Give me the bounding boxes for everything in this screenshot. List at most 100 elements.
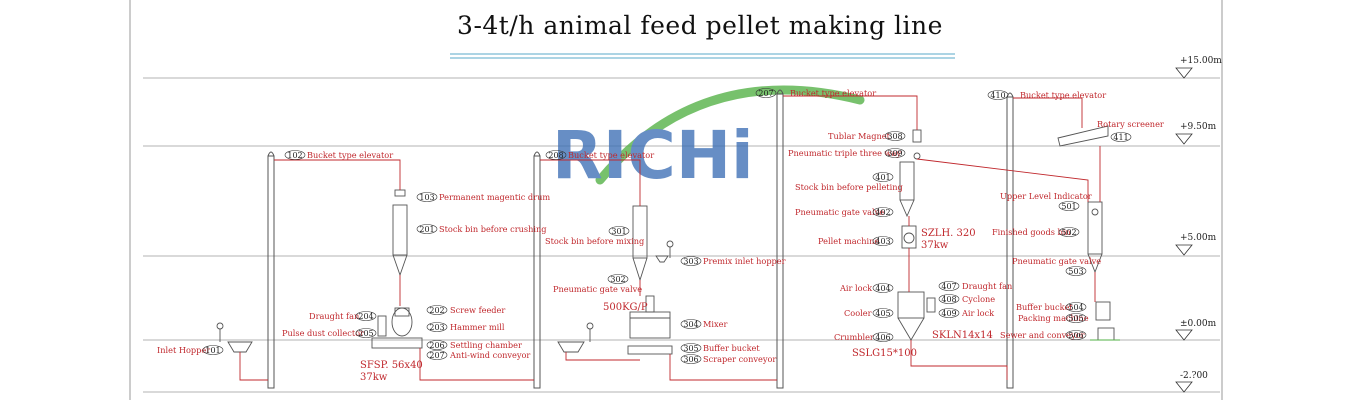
label-e406: Crumbler 406 bbox=[834, 332, 894, 342]
svg-text:Tublar Magnet: Tublar Magnet bbox=[828, 131, 891, 141]
svg-text:Cyclone: Cyclone bbox=[962, 294, 995, 304]
svg-text:Crumbler: Crumbler bbox=[834, 332, 874, 342]
label-e405: Cooler 405 bbox=[844, 308, 894, 318]
label-e206: 206 Settling chamber bbox=[426, 340, 522, 350]
label-e302: 302 Pneumatic gate valve bbox=[553, 274, 642, 294]
level-marker-9-5: +9.50m bbox=[1175, 122, 1217, 145]
pellet-model: SZLH. 320 bbox=[921, 228, 976, 239]
label-e308: Tublar Magnet 308 bbox=[828, 131, 906, 141]
svg-text:207: 207 bbox=[429, 351, 444, 360]
floor-levels bbox=[143, 77, 1220, 393]
label-e306: 306 Scraper conveyor bbox=[680, 354, 776, 364]
label-e208: 208 Bucket type elevator bbox=[545, 150, 654, 160]
svg-text:405: 405 bbox=[875, 309, 890, 318]
svg-text:Stock bin before pelleting: Stock bin before pelleting bbox=[795, 182, 903, 192]
svg-text:506: 506 bbox=[1068, 331, 1083, 340]
svg-text:304: 304 bbox=[683, 320, 698, 329]
svg-text:Hammer mill: Hammer mill bbox=[450, 322, 505, 332]
inlet-hopper-101 bbox=[216, 322, 253, 353]
packing-machine-505 bbox=[1090, 301, 1120, 341]
label-e407: 407 Draught fan bbox=[938, 281, 1013, 291]
svg-text:Upper Level Indicator: Upper Level Indicator bbox=[1000, 191, 1092, 201]
svg-text:504: 504 bbox=[1068, 303, 1083, 312]
svg-text:204: 204 bbox=[358, 312, 373, 321]
label-e201: 201 Stock bin before crushing bbox=[416, 224, 547, 234]
level-marker-15: +15.00m bbox=[1175, 56, 1222, 79]
svg-text:Cooler: Cooler bbox=[844, 308, 872, 318]
label-e409: 409 Air lock bbox=[938, 308, 995, 318]
svg-text:201: 201 bbox=[419, 225, 434, 234]
label-e403: Pellet machine 403 bbox=[818, 236, 894, 246]
mixer-capacity: 500KG/P bbox=[603, 302, 648, 313]
stock-bin-201 bbox=[392, 189, 408, 277]
svg-text:Pneumatic gate valve: Pneumatic gate valve bbox=[795, 207, 884, 217]
level-label: -2.?00 bbox=[1180, 371, 1208, 381]
label-e301: 301 Stock bin before mixing bbox=[545, 226, 644, 246]
label-e501: Upper Level Indicator 501 bbox=[1000, 191, 1092, 211]
svg-text:Stock bin before crushing: Stock bin before crushing bbox=[439, 224, 547, 234]
svg-text:303: 303 bbox=[683, 257, 698, 266]
svg-text:Permanent magentic drum: Permanent magentic drum bbox=[439, 192, 550, 202]
svg-text:503: 503 bbox=[1068, 267, 1083, 276]
label-e305: 305 Buffer bucket bbox=[680, 343, 760, 353]
rotary-screener-411 bbox=[1057, 125, 1109, 147]
diagram-title: 3-4t/h animal feed pellet making line bbox=[457, 11, 943, 40]
svg-text:Stock bin before mixing: Stock bin before mixing bbox=[545, 236, 644, 246]
svg-text:Pneumatic gate valve: Pneumatic gate valve bbox=[1012, 256, 1101, 266]
svg-text:207: 207 bbox=[758, 89, 773, 98]
svg-text:410: 410 bbox=[990, 91, 1005, 100]
label-e204: Draught fan 204 bbox=[309, 311, 377, 321]
svg-text:Rotary screener: Rotary screener bbox=[1097, 119, 1164, 129]
label-e303: 303 Premix inlet hopper bbox=[680, 256, 786, 266]
label-e401: 401 Stock bin before pelleting bbox=[795, 172, 903, 192]
bucket-elevator-207 bbox=[776, 89, 784, 389]
svg-text:Anti-wind conveyor: Anti-wind conveyor bbox=[449, 350, 530, 360]
svg-text:408: 408 bbox=[941, 295, 956, 304]
premix-inlet-hopper-303 bbox=[655, 240, 674, 263]
label-e207: 207 Anti-wind conveyor bbox=[426, 350, 530, 360]
svg-text:203: 203 bbox=[429, 323, 444, 332]
cooler-405 bbox=[897, 291, 936, 341]
svg-text:309: 309 bbox=[887, 149, 902, 158]
hammer-mill-model: SFSP. 56x40 bbox=[360, 360, 423, 371]
svg-text:301: 301 bbox=[611, 227, 626, 236]
richi-watermark-logo: RICHi bbox=[552, 85, 865, 194]
level-marker-minus-2: -2.?00 bbox=[1175, 371, 1208, 393]
svg-text:Scraper conveyor: Scraper conveyor bbox=[703, 354, 776, 364]
svg-text:Screw feeder: Screw feeder bbox=[450, 305, 505, 315]
svg-text:Bucket type elevator: Bucket type elevator bbox=[568, 150, 654, 160]
svg-text:Pneumatic triple three way: Pneumatic triple three way bbox=[788, 148, 901, 158]
level-marker-0: ±0.00m bbox=[1175, 319, 1217, 341]
svg-text:Air lock: Air lock bbox=[839, 283, 873, 293]
label-e101: Inlet Hopper 101 bbox=[157, 345, 224, 355]
label-e502: Finished goods bin 502 bbox=[992, 227, 1080, 237]
svg-text:502: 502 bbox=[1061, 228, 1076, 237]
svg-text:306: 306 bbox=[683, 355, 698, 364]
stock-bin-401 bbox=[899, 129, 922, 218]
svg-text:Pneumatic gate valve: Pneumatic gate valve bbox=[553, 284, 642, 294]
label-e207b: 207 Bucket type elevator bbox=[755, 88, 876, 98]
label-e202: 202 Screw feeder bbox=[426, 305, 505, 315]
svg-text:411: 411 bbox=[1113, 133, 1128, 142]
premix-hopper-101b bbox=[557, 322, 594, 353]
svg-text:404: 404 bbox=[875, 284, 890, 293]
label-e505: Packing machine 505 bbox=[1018, 313, 1089, 323]
svg-text:Finished goods bin: Finished goods bin bbox=[992, 227, 1071, 237]
label-e103: 103 Permanent magentic drum bbox=[416, 192, 550, 202]
bucket-elevator-410 bbox=[1006, 92, 1014, 389]
svg-text:202: 202 bbox=[429, 306, 444, 315]
svg-text:501: 501 bbox=[1061, 202, 1076, 211]
pellet-power: 37kw bbox=[921, 240, 949, 251]
level-label: +5.00m bbox=[1180, 233, 1217, 243]
svg-text:402: 402 bbox=[875, 208, 890, 217]
svg-text:205: 205 bbox=[358, 329, 373, 338]
bucket-elevator-208 bbox=[533, 151, 541, 389]
svg-text:406: 406 bbox=[875, 333, 890, 342]
level-label: +15.00m bbox=[1180, 56, 1222, 66]
pellet-machine-403 bbox=[901, 225, 917, 249]
svg-text:401: 401 bbox=[875, 173, 890, 182]
svg-text:Draught fan: Draught fan bbox=[962, 281, 1013, 291]
label-e504: Buffer bucket 504 bbox=[1016, 302, 1087, 312]
